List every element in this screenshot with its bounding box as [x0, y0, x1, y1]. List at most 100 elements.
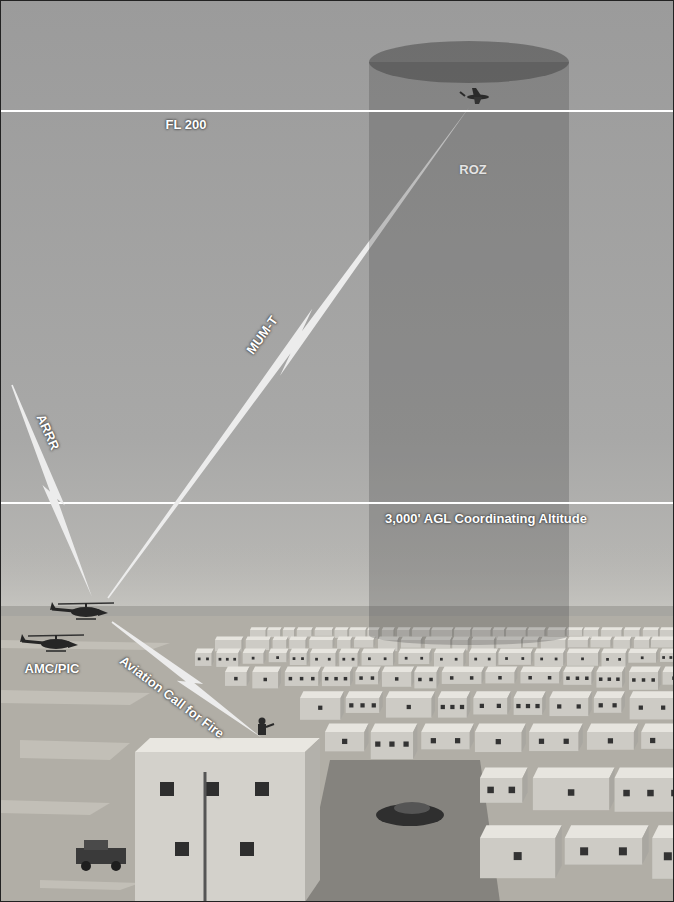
town-buildings: [460, 705, 464, 709]
town-buildings: [539, 739, 544, 744]
town-buildings: [290, 649, 309, 653]
town-buildings: [362, 649, 396, 653]
town-buildings: [649, 636, 651, 648]
town-buildings: [521, 657, 524, 660]
town-buildings: [651, 640, 673, 648]
town-buildings: [580, 847, 588, 855]
town-buildings: [378, 666, 381, 684]
town-buildings: [355, 672, 378, 684]
town-buildings: [334, 627, 348, 630]
town-buildings: [297, 630, 312, 637]
town-buildings: [549, 698, 588, 716]
town-buildings: [473, 698, 507, 714]
town-buildings: [585, 676, 589, 680]
town-buildings: [289, 677, 293, 681]
town-buildings: [658, 627, 659, 637]
town-buildings: [623, 790, 630, 797]
town-buildings: [429, 678, 433, 682]
helicopter: [76, 618, 96, 620]
town-buildings: [487, 787, 494, 794]
town-buildings: [671, 790, 674, 797]
town-buildings: [312, 627, 313, 636]
town-buildings: [470, 676, 474, 680]
town-buildings: [598, 627, 599, 638]
town-buildings: [431, 738, 436, 743]
cylinder-outline: [368, 40, 570, 645]
town-buildings: [332, 627, 333, 636]
town-buildings: [559, 666, 562, 683]
helicopter: [20, 602, 114, 651]
town-buildings: [421, 732, 470, 749]
town-buildings: [306, 636, 308, 649]
town-buildings: [470, 724, 474, 750]
town-buildings: [252, 672, 278, 688]
town-buildings: [474, 658, 477, 661]
datalink-bolt: [11, 385, 92, 597]
town-buildings: [342, 658, 345, 661]
soldier: [266, 724, 274, 727]
altitude-line: [0, 502, 674, 504]
town-buildings: [440, 658, 443, 661]
cylinder-outline: [369, 62, 569, 645]
town-buildings: [360, 703, 364, 707]
house: [135, 738, 320, 902]
town-buildings: [664, 852, 672, 860]
town-buildings: [615, 778, 674, 812]
town-buildings: [352, 658, 355, 661]
town-buildings: [297, 627, 313, 630]
town-buildings: [652, 825, 674, 838]
house: [305, 738, 320, 902]
town-buildings: [651, 636, 674, 640]
town-buildings: [346, 691, 383, 698]
town-buildings: [233, 658, 236, 661]
helicopter: [68, 641, 78, 648]
house: [175, 842, 189, 856]
town-buildings: [612, 703, 616, 707]
town-buildings: [594, 698, 622, 713]
town-buildings: [206, 658, 209, 661]
town-buildings: [488, 658, 491, 661]
town-buildings: [475, 732, 522, 752]
town-buildings: [587, 724, 638, 732]
town-buildings: [516, 704, 520, 708]
town-buildings: [555, 658, 558, 661]
vehicle: [76, 802, 444, 871]
town-buildings: [469, 653, 496, 666]
town-buildings: [354, 640, 373, 648]
desert-ground: [300, 760, 500, 902]
town-buildings: [662, 656, 665, 659]
town-buildings: [315, 630, 332, 636]
town-buildings: [407, 705, 411, 709]
town-buildings: [358, 649, 360, 667]
town-buildings: [283, 627, 296, 630]
town-buildings: [300, 677, 304, 681]
town-buildings: [285, 672, 319, 686]
town-buildings: [315, 627, 334, 630]
town-buildings: [658, 666, 661, 689]
town-buildings: [336, 649, 338, 667]
town-buildings: [563, 649, 565, 667]
town-buildings: [290, 653, 307, 665]
town-buildings: [344, 677, 348, 681]
desert-ground: [40, 880, 140, 890]
town-buildings: [337, 636, 352, 640]
town-buildings: [293, 657, 296, 660]
town-buildings: [273, 636, 289, 640]
town-buildings: [618, 658, 621, 661]
town-buildings: [626, 649, 628, 668]
town-buildings: [395, 677, 399, 681]
town-buildings: [642, 678, 646, 682]
town-buildings: [596, 672, 622, 688]
town-buildings: [334, 677, 338, 681]
town-buildings: [342, 739, 347, 744]
town-buildings: [505, 657, 508, 660]
house: [204, 772, 207, 902]
town-buildings: [641, 732, 674, 749]
town-buildings: [337, 640, 351, 649]
town-buildings: [622, 666, 625, 687]
town-buildings: [389, 741, 394, 746]
town-buildings: [485, 672, 514, 683]
town-buildings: [234, 677, 238, 681]
town-buildings: [643, 630, 658, 637]
